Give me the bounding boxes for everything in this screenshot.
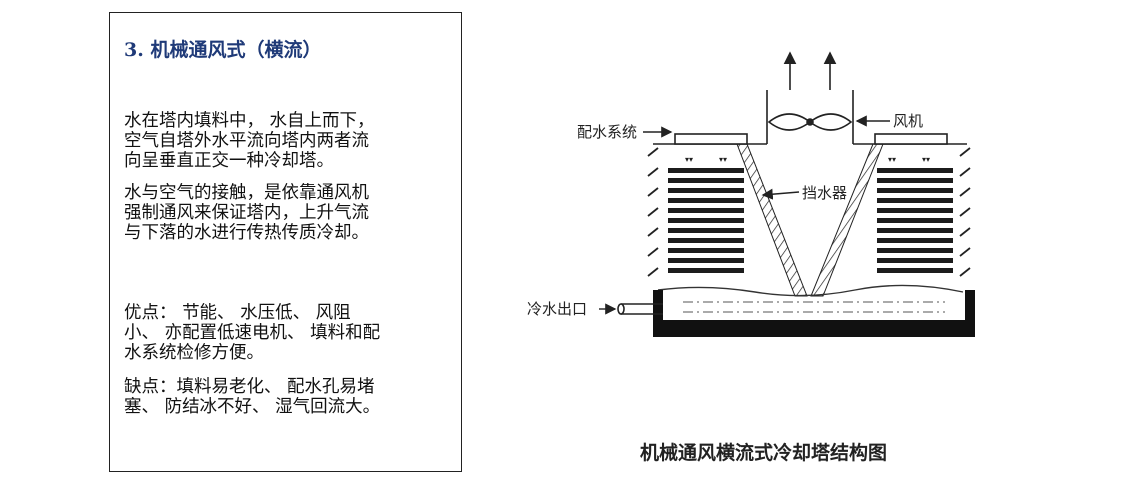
paragraph-advantages-line: 小、 亦配置低速电机、 填料和配 <box>124 323 381 343</box>
fill-pack-right <box>877 168 953 273</box>
cooling-tower-diagram: ▾▾ ▾▾ ▾▾ ▾▾ <box>527 51 975 337</box>
paragraph-principle-line: 向呈垂直正交一种冷却塔。 <box>124 151 334 171</box>
air-inlet-louvers <box>647 147 971 277</box>
label-leaders <box>599 115 890 315</box>
paragraph-principle-line: 水在塔内填料中， 水自上而下， <box>124 111 375 131</box>
svg-text:▾▾: ▾▾ <box>922 155 930 164</box>
paragraph-disadvantages-line: 塞、 防结冰不好、 湿气回流大。 <box>124 397 381 417</box>
paragraph-principle: 水在塔内填料中， 水自上而下， 空气自塔外水平流向塔内两者流 向呈垂直正交一种冷… <box>124 111 449 171</box>
tower-top-deck <box>653 133 967 145</box>
drift-eliminator <box>736 143 884 297</box>
label-water-distribution: 配水系统 <box>577 123 637 141</box>
paragraph-principle-line: 空气自塔外水平流向塔内两者流 <box>124 131 369 151</box>
paragraph-disadvantages-line: 缺点：填料易老化、 配水孔易堵 <box>124 377 375 397</box>
diagram-caption: 机械通风横流式冷却塔结构图 <box>640 442 888 464</box>
cold-water-basin <box>653 284 975 337</box>
label-drift-eliminator: 挡水器 <box>802 184 847 202</box>
exhaust-air-arrows <box>783 51 837 90</box>
panel-title: 3. 机械通风式（横流） <box>124 39 322 61</box>
label-cold-water-outlet: 冷水出口 <box>527 300 587 318</box>
text-panel: 3. 机械通风式（横流） 水在塔内填料中， 水自上而下， 空气自塔外水平流向塔内… <box>109 12 462 472</box>
paragraph-advantages: 优点： 节能、 水压低、 风阻 小、 亦配置低速电机、 填料和配 水系统检修方便… <box>124 303 449 363</box>
paragraph-advantages-line: 优点： 节能、 水压低、 风阻 <box>124 303 351 323</box>
fan-icon <box>767 113 853 131</box>
svg-text:▾▾: ▾▾ <box>719 155 727 164</box>
paragraph-disadvantages: 缺点：填料易老化、 配水孔易堵 塞、 防结冰不好、 湿气回流大。 <box>124 377 449 417</box>
paragraph-advantages-line: 水系统检修方便。 <box>124 343 264 363</box>
paragraph-contact-line: 水与空气的接触，是依靠通风机 <box>124 183 369 203</box>
fill-pack-left <box>668 168 744 273</box>
fan-stack <box>766 90 854 144</box>
svg-text:▾▾: ▾▾ <box>888 155 896 164</box>
spray-nozzles: ▾▾ ▾▾ ▾▾ ▾▾ <box>685 155 930 164</box>
paragraph-contact-line: 强制通风来保证塔内，上升气流 <box>124 203 369 223</box>
svg-text:▾▾: ▾▾ <box>685 155 693 164</box>
paragraph-contact: 水与空气的接触，是依靠通风机 强制通风来保证塔内，上升气流 与下落的水进行传热传… <box>124 183 449 243</box>
cold-water-outlet-pipe <box>617 303 663 315</box>
paragraph-contact-line: 与下落的水进行传热传质冷却。 <box>124 223 369 243</box>
label-fan: 风机 <box>893 112 923 130</box>
